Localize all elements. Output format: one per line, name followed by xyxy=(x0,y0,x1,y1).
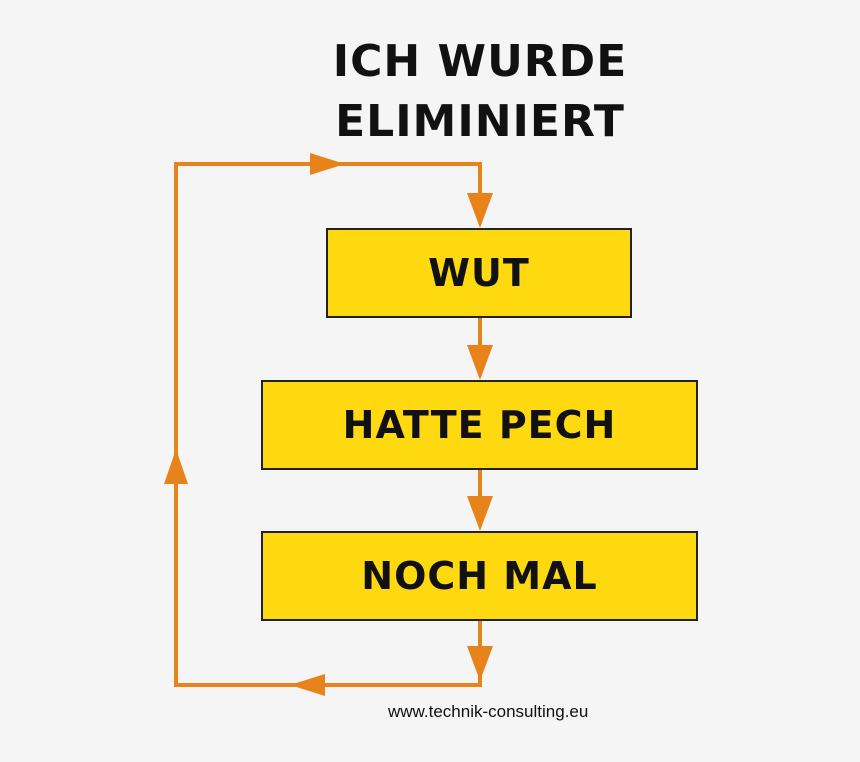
arrowhead-into-pech xyxy=(467,345,493,380)
arrowhead-bottom-down xyxy=(467,646,493,681)
arrowhead-into-mal xyxy=(467,496,493,531)
arrowhead-left-up xyxy=(164,449,188,484)
arrowhead-into-wut xyxy=(467,193,493,228)
box-hatte-pech: HATTE PECH xyxy=(261,380,698,470)
box-noch-mal: NOCH MAL xyxy=(261,531,698,621)
box-wut: WUT xyxy=(326,228,632,318)
arrowhead-top-right xyxy=(310,153,345,175)
title-line-2: ELIMINIERT xyxy=(335,96,625,147)
footer-url: www.technik-consulting.eu xyxy=(388,702,589,721)
title-line-1: ICH WURDE xyxy=(332,36,628,87)
arrowhead-bottom-left xyxy=(290,674,325,696)
